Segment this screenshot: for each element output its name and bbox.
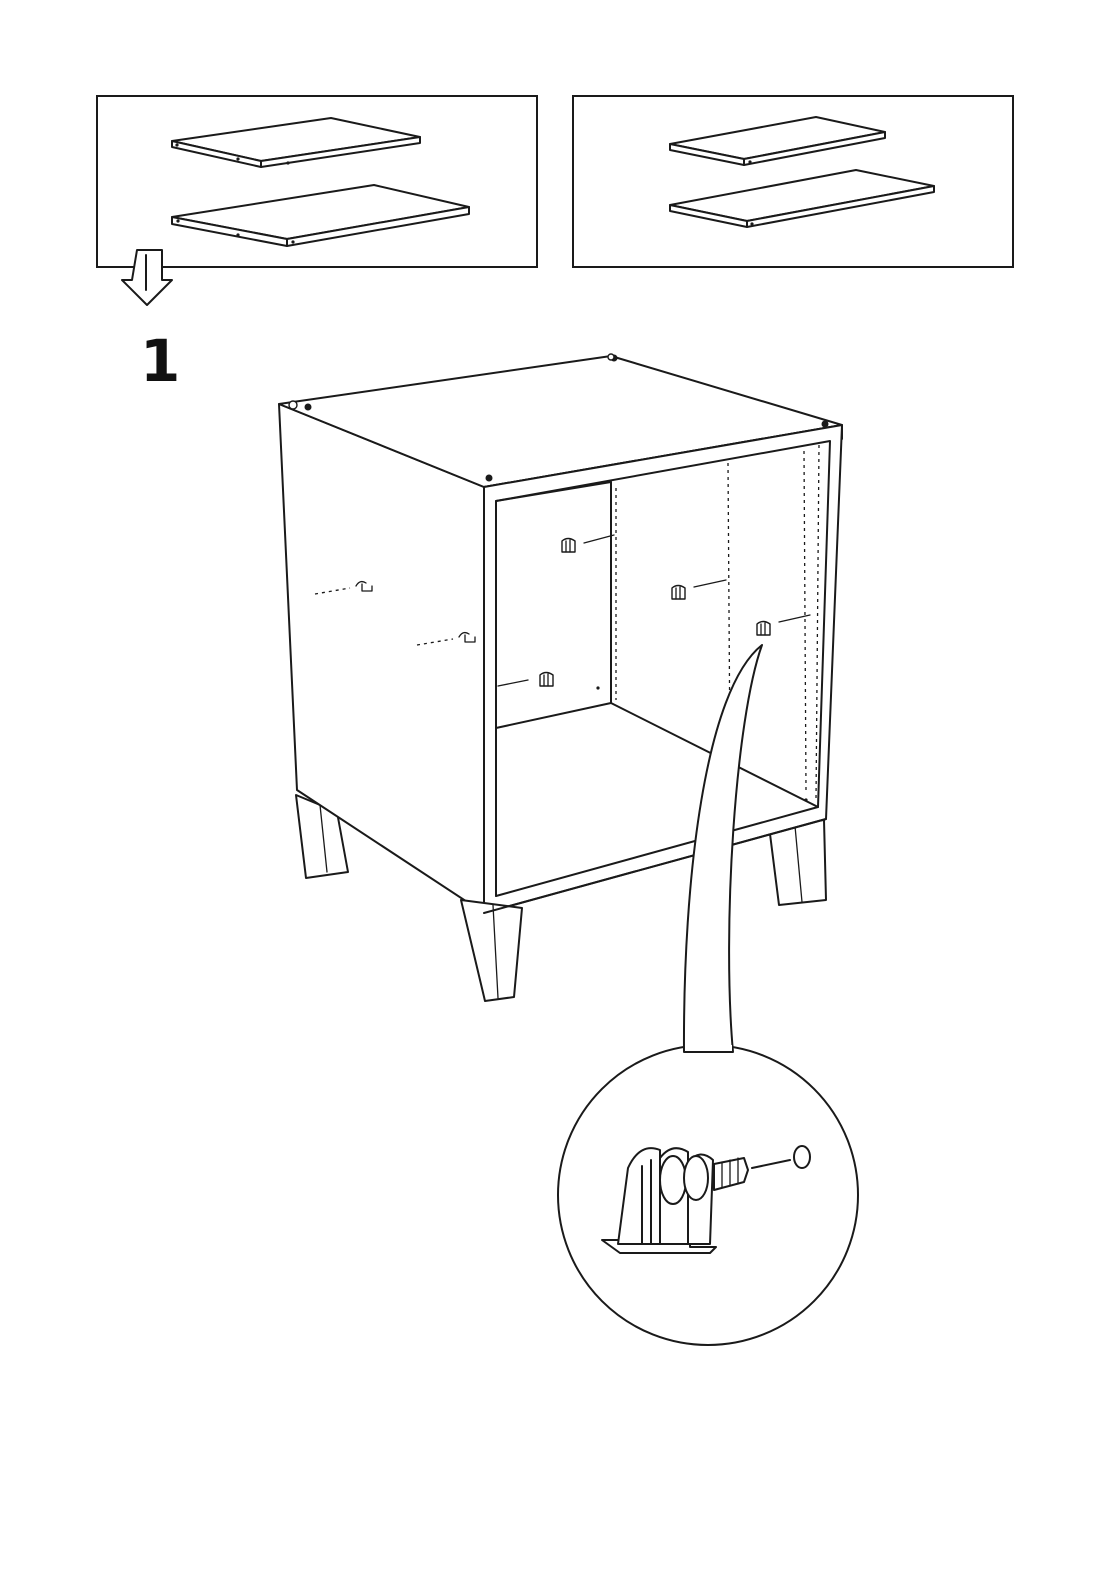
detail-callout-circle (0, 0, 1119, 1587)
